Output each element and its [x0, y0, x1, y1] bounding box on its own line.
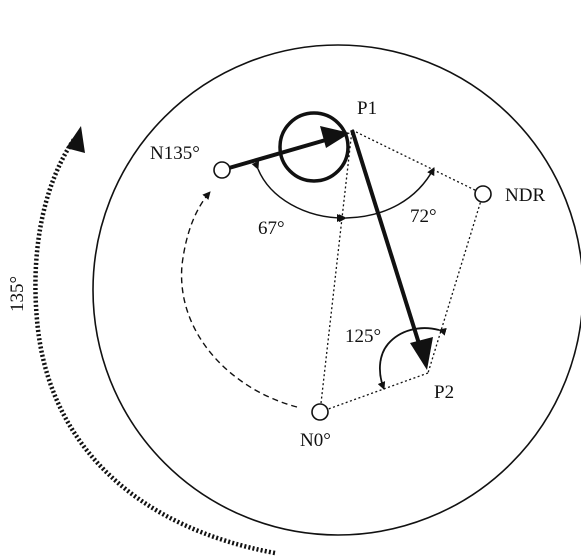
n0-station [311, 403, 329, 421]
label-ndr: NDR [505, 185, 545, 206]
label-angle-67: 67° [258, 218, 285, 239]
line-p1-ndr [351, 129, 484, 195]
label-n0: N0° [300, 430, 331, 451]
ndr-station [474, 185, 492, 203]
label-n135: N135° [150, 143, 200, 164]
construction-lines [319, 129, 484, 413]
angle-arc-125 [377, 327, 447, 390]
label-angle-72: 72° [410, 206, 437, 227]
label-rotation-135: 135° [7, 276, 28, 312]
dashed-rotation-path [180, 191, 298, 408]
n135-station [213, 161, 231, 179]
outer-circle [92, 44, 581, 536]
label-angle-125: 125° [345, 326, 381, 347]
angle-arc-67 [251, 161, 345, 222]
vector-p1-p2-arrowhead [410, 337, 433, 370]
line-p2-n0 [319, 372, 429, 413]
p1-range-circle [278, 111, 350, 183]
vector-p1-p2 [350, 129, 423, 351]
angle-arc-72 [338, 167, 435, 223]
rotation-135-arc [33, 136, 276, 556]
label-p2: P2 [434, 382, 454, 403]
label-p1: P1 [357, 98, 377, 119]
rotation-135-arrowhead [66, 126, 85, 153]
